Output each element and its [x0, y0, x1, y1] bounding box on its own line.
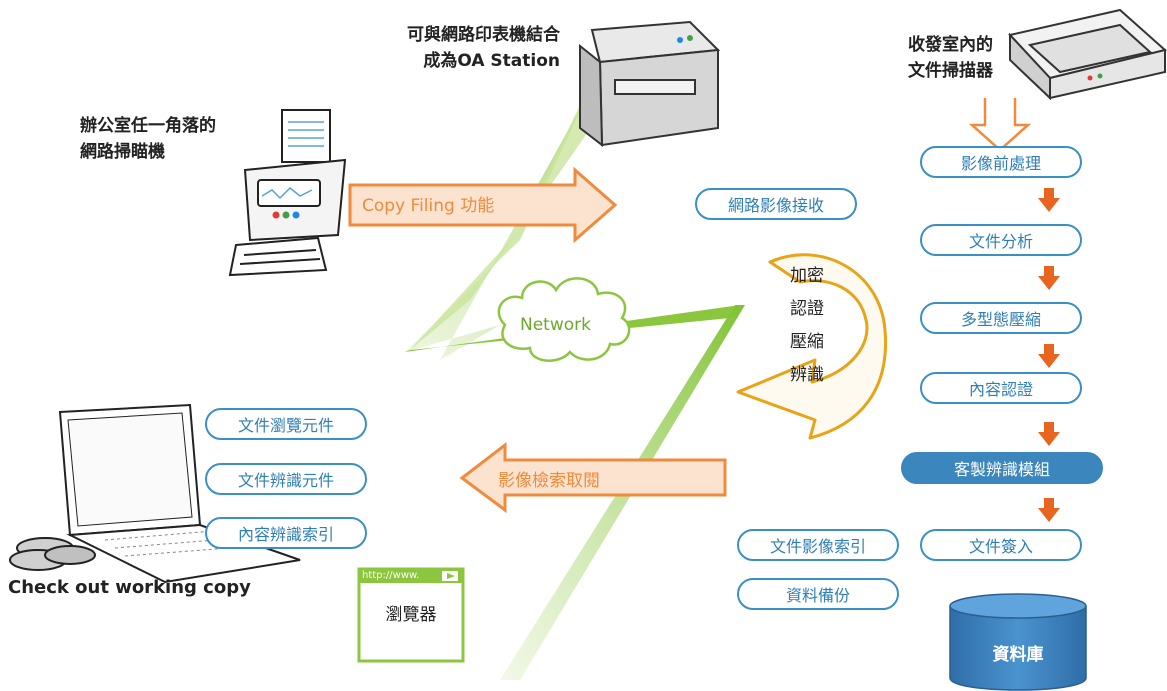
laptop-icon — [9, 403, 301, 584]
browser-url: http://www. — [362, 570, 420, 581]
beam-upper-main — [410, 105, 600, 350]
browser-label: 瀏覽器 — [385, 605, 437, 625]
cycle-word-recognize: 辨識 — [790, 365, 824, 385]
cycle-word-compress: 壓縮 — [790, 332, 824, 352]
pill-document-analysis: 文件分析 — [920, 224, 1082, 256]
mailroom-scanner-icon — [1008, 8, 1167, 101]
image-search-label: 影像檢索取閱 — [498, 471, 600, 491]
database-icon — [949, 593, 1087, 691]
browser-window-icon — [357, 567, 465, 663]
network-cloud — [497, 277, 631, 362]
network-scanner-label: 辦公室任一角落的 網路掃瞄機 — [80, 113, 216, 165]
copy-filing-label: Copy Filing 功能 — [362, 196, 495, 216]
mailroom-scanner-label-line2: 文件掃描器 — [908, 61, 993, 81]
network-scanner-label-line2: 網路掃瞄機 — [80, 142, 165, 162]
printer-icon — [579, 20, 721, 148]
check-out-label: Check out working copy — [8, 577, 251, 598]
pill-custom-recognition-module: 客製辨識模組 — [901, 452, 1103, 484]
mailroom-scanner-label: 收發室內的 文件掃描器 — [858, 32, 993, 84]
pill-multi-type-compression: 多型態壓縮 — [920, 302, 1082, 334]
cycle-arrow — [736, 253, 888, 440]
scanner-down-arrow — [968, 98, 1032, 152]
cycle-word-authenticate: 認證 — [790, 299, 824, 319]
pill-document-browse-component: 文件瀏覽元件 — [205, 408, 367, 440]
pipeline-arrows — [1038, 188, 1060, 522]
pill-image-preprocessing: 影像前處理 — [920, 146, 1082, 178]
pill-network-receive: 網路影像接收 — [695, 188, 857, 220]
printer-label-line2: 成為OA Station — [423, 51, 560, 71]
mailroom-scanner-label-line1: 收發室內的 — [908, 35, 993, 55]
pill-content-authentication: 內容認證 — [920, 372, 1082, 404]
copy-filing-arrow — [348, 166, 618, 244]
pill-document-recognition-component: 文件辨識元件 — [205, 463, 367, 495]
pill-document-image-index: 文件影像索引 — [737, 529, 899, 561]
cycle-words: 加密 認證 壓縮 辨識 — [790, 260, 824, 392]
printer-label: 可與網路印表機結合 成為OA Station — [355, 22, 560, 74]
image-search-arrow — [459, 441, 727, 513]
cycle-word-encrypt: 加密 — [790, 266, 824, 286]
network-scanner-label-line1: 辦公室任一角落的 — [80, 116, 216, 136]
network-label: Network — [520, 315, 591, 335]
database-label: 資料庫 — [992, 645, 1044, 665]
pill-data-backup: 資料備份 — [737, 578, 899, 610]
printer-label-line1: 可與網路印表機結合 — [407, 25, 560, 45]
network-scanner-icon — [228, 109, 347, 277]
pill-document-check-in: 文件簽入 — [920, 529, 1082, 561]
pill-content-recognition-index: 內容辨識索引 — [205, 517, 367, 549]
